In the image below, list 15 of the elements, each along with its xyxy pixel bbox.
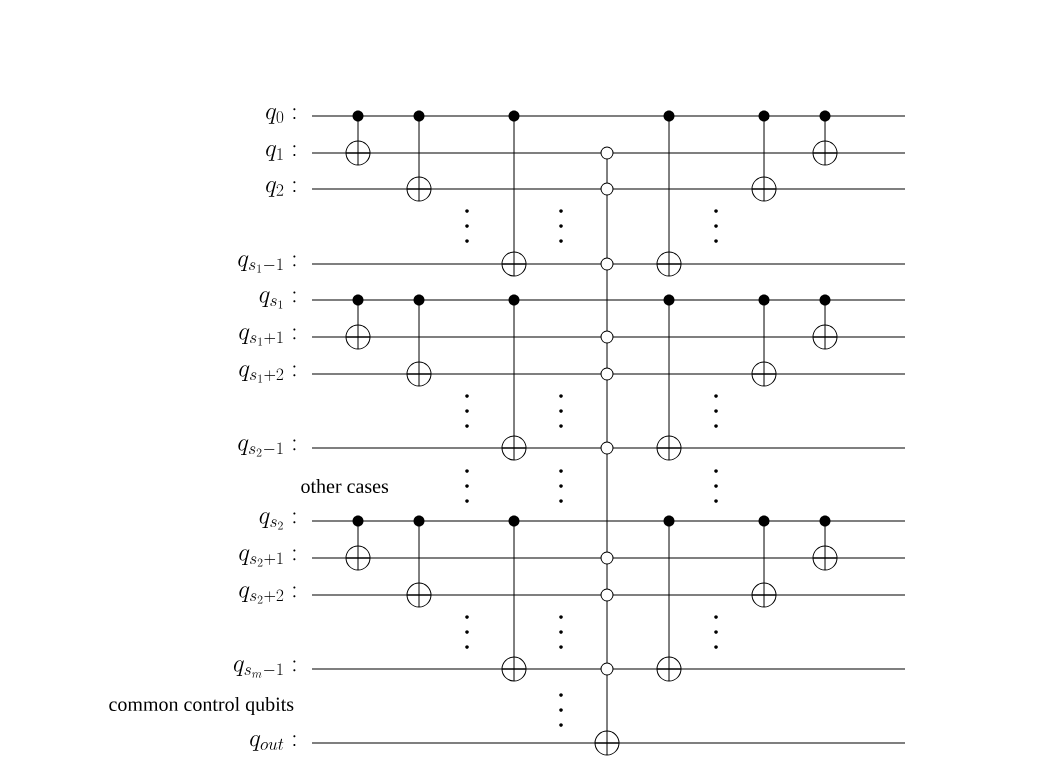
- qubit-label: $q_{2} :$: [266, 181, 296, 197]
- qubit-label: $q_{0} :$: [266, 107, 296, 124]
- qubit-label: $q_{s_1-1} :$: [238, 255, 296, 273]
- qubit-label: $q_{1} :$: [266, 144, 296, 161]
- qubit-label: $q_{s_1} :$: [259, 291, 296, 309]
- annotation-text: other cases: [301, 478, 389, 494]
- qubit-label: $q_{s_2} :$: [259, 512, 296, 530]
- annotation-text: common control qubits: [109, 696, 294, 716]
- qubit-label: $q_{s_2+1} :$: [239, 549, 296, 567]
- qubit-label: $q_{s_2+2} :$: [239, 586, 296, 604]
- qubit-label: $q_{out} :$: [250, 735, 296, 751]
- qubit-label: $q_{s_2-1} :$: [238, 439, 296, 457]
- qubit-label: $q_{s_m-1} :$: [233, 660, 296, 678]
- qubit-label: $q_{s_1+1} :$: [239, 328, 296, 346]
- qubit-label: $q_{s_1+2} :$: [239, 365, 296, 383]
